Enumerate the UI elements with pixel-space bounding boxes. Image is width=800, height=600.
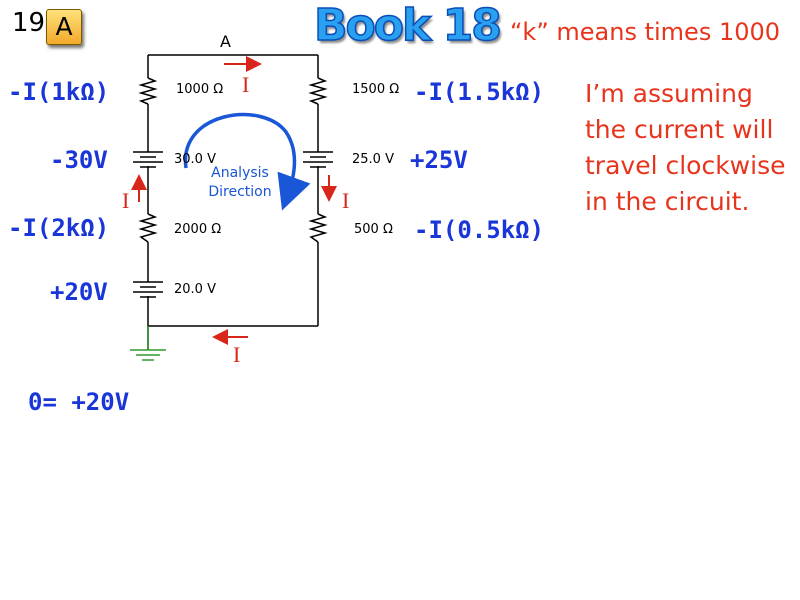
- term-r1k: -I(1kΩ): [8, 78, 110, 106]
- term-v25: +25V: [410, 146, 468, 174]
- current-label-right: I: [342, 188, 350, 213]
- label-v30: 30.0 V: [174, 152, 216, 167]
- kvl-equation: 0= +20V: [28, 388, 130, 416]
- current-label-left: I: [122, 188, 130, 213]
- battery-25v: [303, 151, 333, 168]
- term-r2k: -I(2kΩ): [8, 214, 110, 242]
- battery-30v: [133, 151, 163, 168]
- resistor-1500: [308, 77, 328, 105]
- label-v20: 20.0 V: [174, 282, 216, 297]
- label-r2000: 2000 Ω: [174, 222, 222, 237]
- resistor-2000: [138, 213, 158, 243]
- analysis-direction-arrow: [183, 112, 311, 211]
- circuit-wires: [147, 54, 319, 350]
- label-r1500: 1500 Ω: [352, 82, 400, 97]
- slide-number: 19: [12, 8, 46, 38]
- term-r15k: -I(1.5kΩ): [414, 78, 545, 106]
- term-v20: +20V: [50, 278, 108, 306]
- node-label-a: A: [220, 32, 231, 51]
- term-v30: -30V: [50, 146, 108, 174]
- assumption-text: I’m assuming the current will travel clo…: [585, 79, 786, 216]
- resistor-500: [308, 213, 328, 243]
- term-r05k: -I(0.5kΩ): [414, 216, 545, 244]
- ground-icon: [130, 326, 166, 361]
- label-r1000: 1000 Ω: [176, 82, 224, 97]
- label-v25: 25.0 V: [352, 152, 394, 167]
- current-label-bottom: I: [233, 342, 241, 367]
- battery-20v: [133, 281, 163, 298]
- analysis-direction-label: Analysis Direction: [208, 165, 272, 200]
- section-badge: A: [46, 9, 82, 45]
- resistor-1000: [138, 77, 158, 105]
- kilo-note: “k” means times 1000: [510, 18, 781, 46]
- current-label-top: I: [242, 72, 250, 97]
- label-r500: 500 Ω: [354, 222, 393, 237]
- book-title: Book 18: [313, 0, 502, 52]
